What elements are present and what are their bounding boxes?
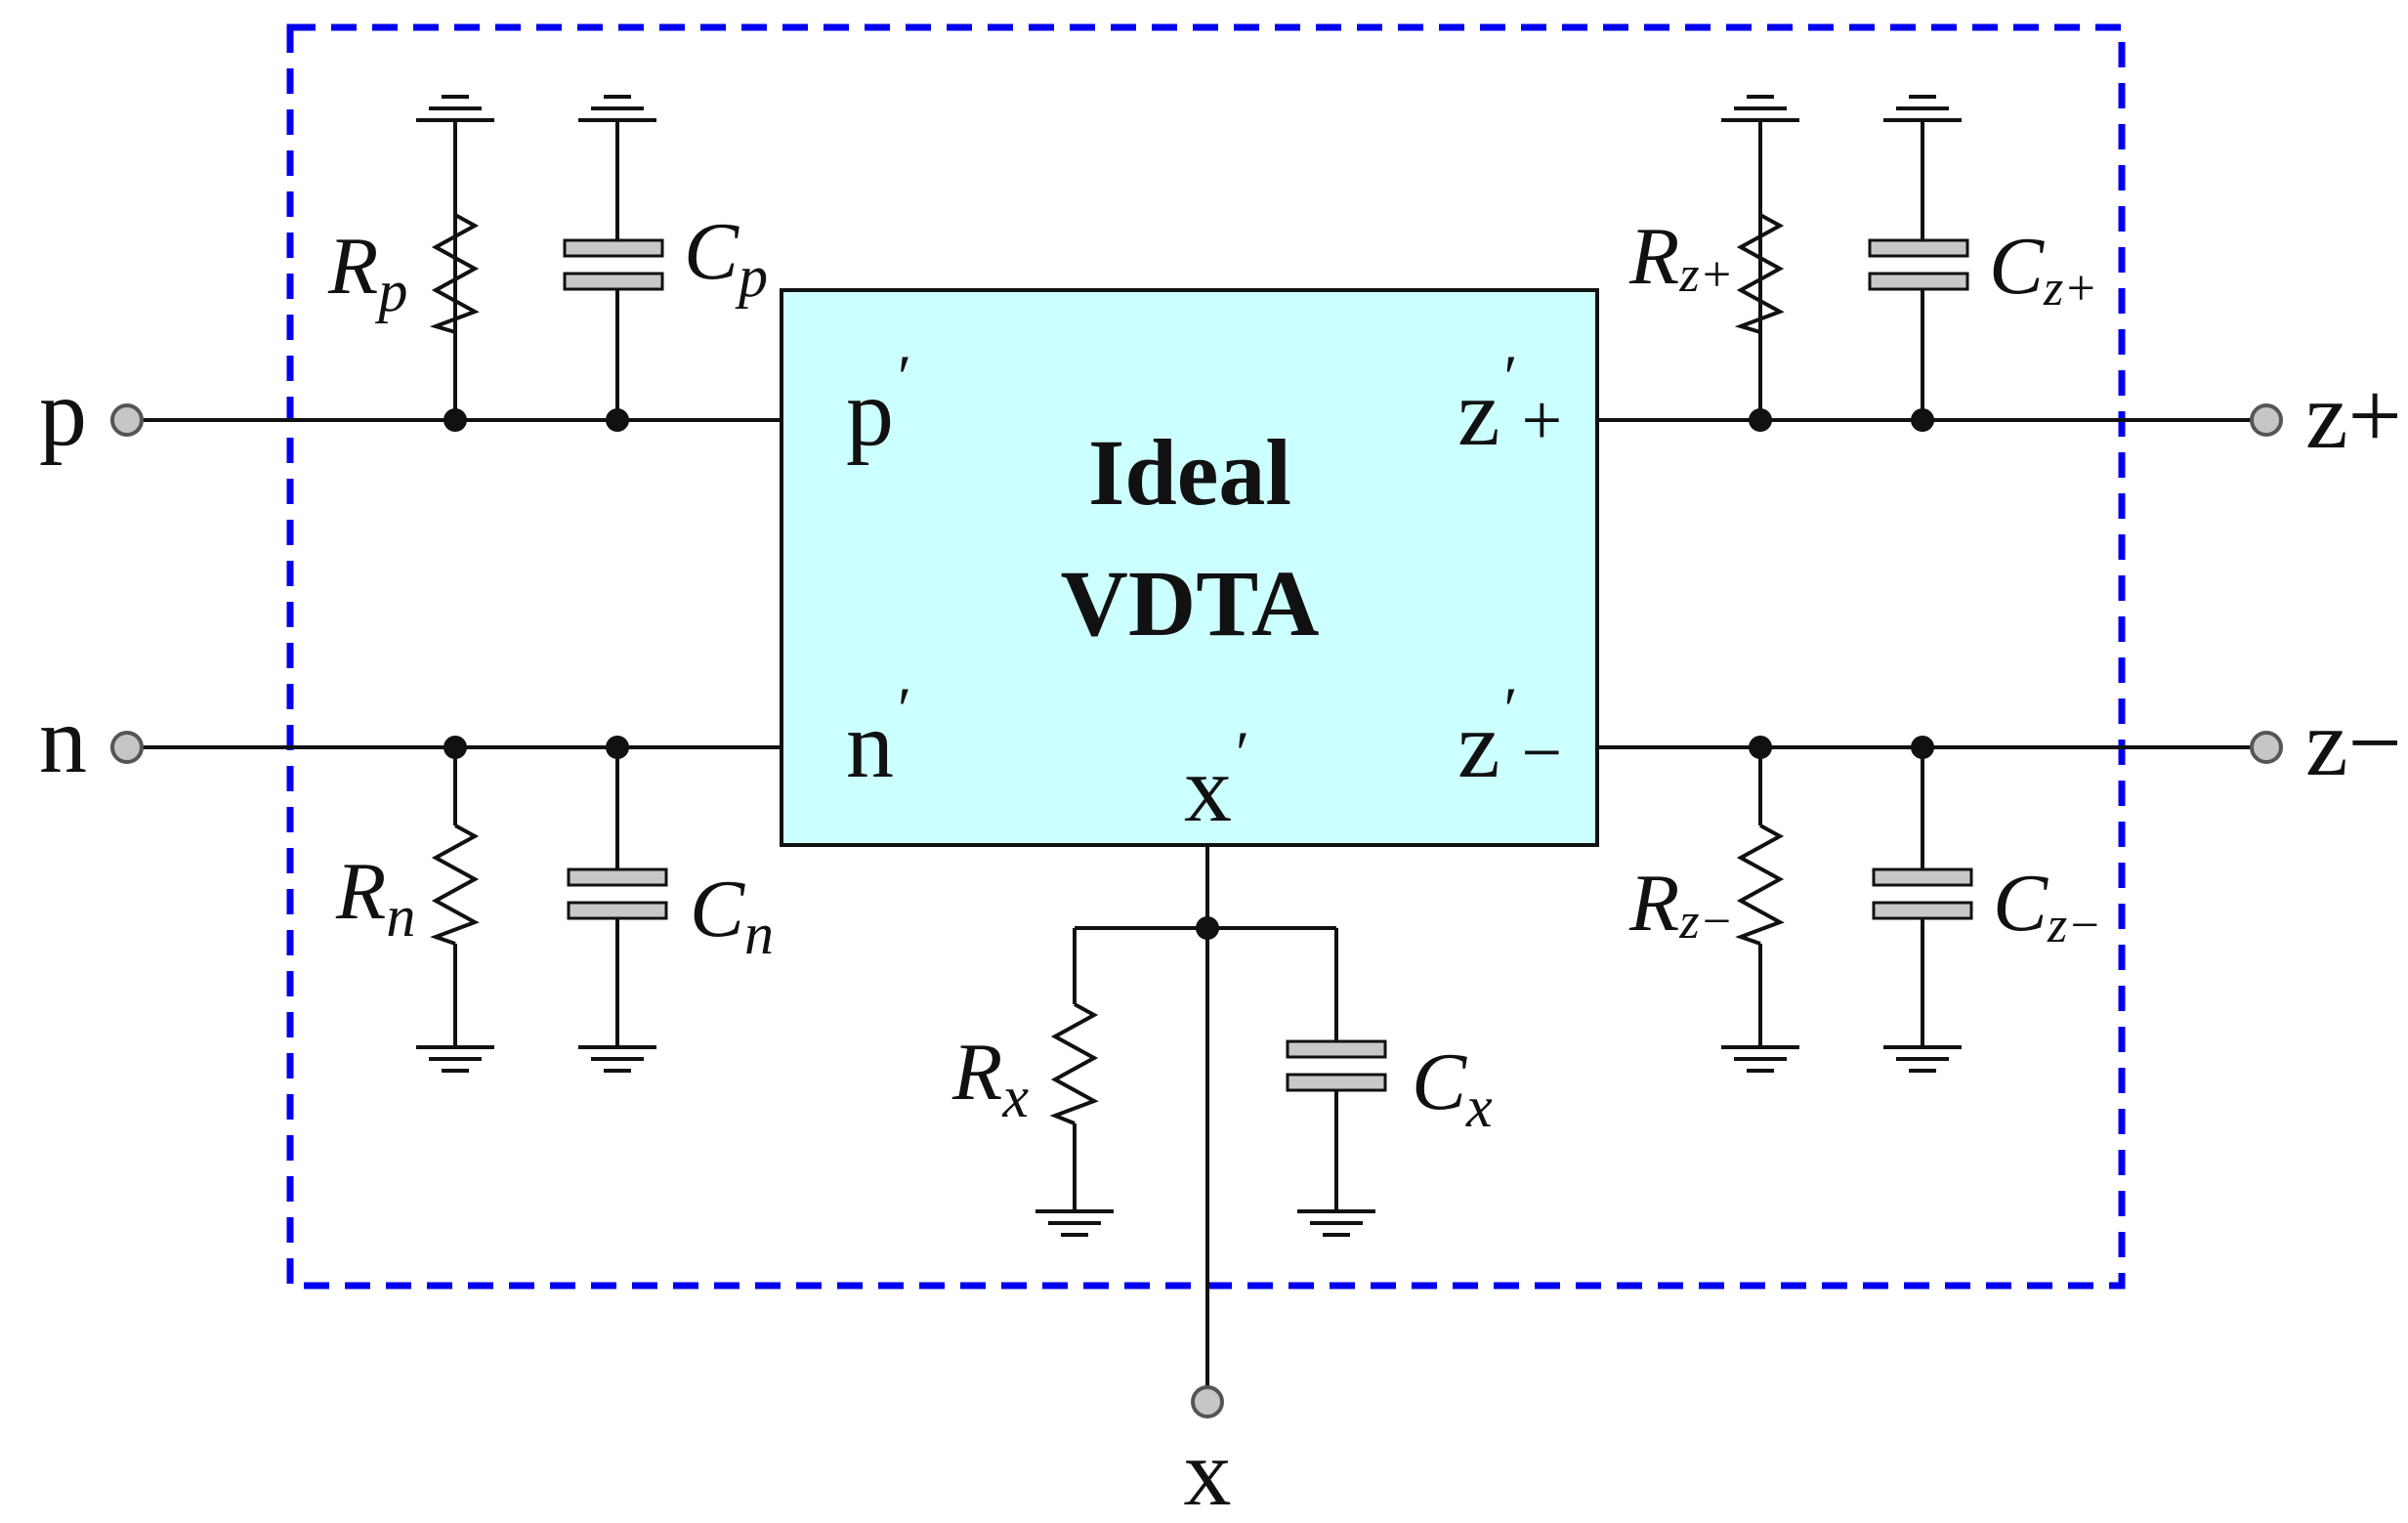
terminal-x bbox=[1191, 1385, 1224, 1418]
resistor-rx bbox=[1035, 928, 1114, 1237]
label-cn: Cn bbox=[690, 864, 774, 966]
ground-icon bbox=[1883, 1045, 1962, 1073]
ground-icon bbox=[1297, 1209, 1375, 1237]
ground-icon bbox=[1035, 1209, 1114, 1237]
capacitor-czp bbox=[1868, 95, 1969, 420]
port-zp-prime: z′+ bbox=[1457, 342, 1562, 466]
junction-dot bbox=[1911, 736, 1934, 759]
junction-dot bbox=[1196, 916, 1219, 940]
terminal-zm bbox=[2250, 731, 2283, 764]
ground-icon bbox=[1721, 95, 1799, 122]
capacitor-cp bbox=[563, 95, 664, 420]
capacitor-cx bbox=[1286, 928, 1387, 1237]
junction-dot bbox=[1749, 736, 1772, 759]
label-terminal-p: p bbox=[39, 360, 87, 466]
port-zm-prime: z′− bbox=[1457, 674, 1562, 798]
junction-dot bbox=[1911, 408, 1934, 432]
port-p-prime: p′ bbox=[846, 342, 911, 466]
junction-dot bbox=[444, 736, 467, 759]
terminal-n bbox=[110, 731, 144, 764]
label-terminal-x: x bbox=[1184, 1420, 1232, 1518]
ground-icon bbox=[1883, 95, 1962, 122]
ground-icon bbox=[578, 95, 656, 122]
label-rzp: Rz+ bbox=[1628, 211, 1734, 303]
label-terminal-n: n bbox=[39, 688, 87, 793]
block-title-ideal: Ideal bbox=[1088, 420, 1291, 525]
ground-icon bbox=[416, 1045, 494, 1073]
label-rn: Rn bbox=[335, 846, 415, 949]
label-czm: Cz− bbox=[1993, 858, 2101, 953]
capacitor-cn bbox=[567, 747, 668, 1073]
block-title-vdta: VDTA bbox=[1061, 551, 1320, 656]
package-boundary bbox=[286, 23, 2126, 1290]
resistor-rzm bbox=[1721, 747, 1799, 1073]
resistor-rn bbox=[416, 747, 494, 1073]
resistor-rp bbox=[416, 95, 494, 420]
label-cp: Cp bbox=[684, 206, 768, 309]
label-rx: Rx bbox=[951, 1027, 1029, 1129]
label-rp: Rp bbox=[327, 221, 407, 323]
ground-icon bbox=[1721, 1045, 1799, 1073]
ground-icon bbox=[416, 95, 494, 122]
label-terminal-zm: z− bbox=[2305, 691, 2402, 796]
port-x-prime: x′ bbox=[1184, 718, 1249, 842]
label-rzm: Rz− bbox=[1628, 858, 1734, 950]
junction-dot bbox=[1749, 408, 1772, 432]
terminal-zp bbox=[2250, 403, 2283, 437]
resistor-rzp bbox=[1721, 95, 1799, 420]
junction-dot bbox=[606, 736, 629, 759]
junction-dot bbox=[444, 408, 467, 432]
junction-dot bbox=[606, 408, 629, 432]
ideal-vdta-block bbox=[780, 288, 1599, 847]
label-terminal-zp: z+ bbox=[2305, 363, 2402, 469]
label-cx: Cx bbox=[1412, 1036, 1493, 1139]
ground-icon bbox=[578, 1045, 656, 1073]
terminal-p bbox=[110, 403, 144, 437]
capacitor-czm bbox=[1872, 747, 1973, 1073]
port-n-prime: n′ bbox=[846, 674, 911, 798]
label-czp: Cz+ bbox=[1989, 221, 2097, 317]
